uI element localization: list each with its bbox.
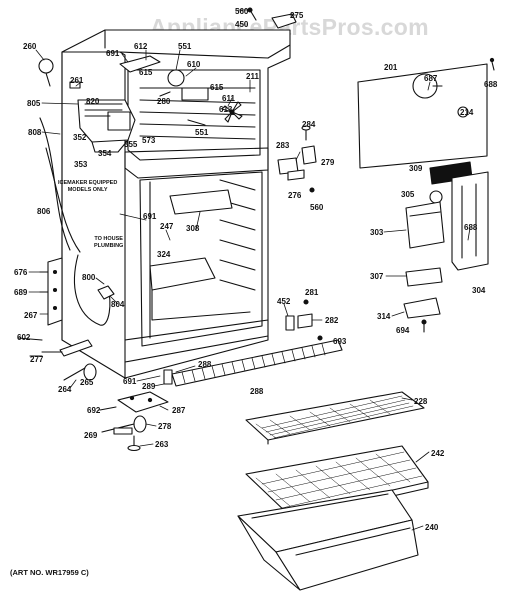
icemaker-note: ICEMAKER EQUIPPED MODELS ONLY (58, 180, 117, 193)
icemaker-note-line-2: MODELS ONLY (67, 186, 108, 193)
part-callout: 560 (310, 203, 324, 212)
part-callout: 307 (370, 272, 384, 281)
part-callout: 304 (472, 286, 486, 295)
part-callout: 314 (377, 312, 391, 321)
part-callout: 613 (219, 105, 233, 114)
icemaker-note-line-1: ICEMAKER EQUIPPED (58, 180, 118, 186)
part-callout: 602 (17, 333, 31, 342)
part-callout: 615 (139, 68, 153, 77)
part-callout: 288 (250, 387, 264, 396)
part-callout: 693 (333, 337, 347, 346)
part-callout: 687 (424, 74, 438, 83)
part-callout: 303 (370, 228, 384, 237)
part-callout: 277 (30, 355, 44, 364)
part-callout: 551 (195, 128, 209, 137)
part-callout: 278 (158, 422, 172, 431)
evaporator-cover-201 (357, 57, 495, 185)
part-callout: 264 (58, 385, 72, 394)
part-callout: 279 (321, 158, 335, 167)
part-callout: 691 (143, 212, 157, 221)
part-callout: 261 (70, 76, 84, 85)
part-callout: 276 (288, 191, 302, 200)
art-number: (ART NO. WR17959 C) (10, 568, 89, 577)
part-callout: 610 (187, 60, 201, 69)
plumbing-note-line-1: TO HOUSE (94, 236, 123, 242)
part-callout: 355 (124, 140, 138, 149)
part-callout: 450 (235, 20, 249, 29)
part-callout: 214 (460, 108, 474, 117)
leader-lines (28, 9, 471, 531)
plumbing-note-line-2: PLUMBING (94, 242, 124, 249)
part-callout: 820 (86, 97, 100, 106)
part-callout: 694 (396, 326, 410, 335)
part-callout: 354 (98, 149, 112, 158)
shelf-228 (245, 391, 425, 445)
part-callout: 240 (425, 523, 439, 532)
part-callout: 805 (27, 99, 41, 108)
part-callout: 282 (325, 316, 339, 325)
part-callout: 806 (37, 207, 51, 216)
part-callout: 352 (73, 133, 87, 142)
part-callout: 275 (290, 11, 304, 20)
part-callout: 551 (178, 42, 192, 51)
part-callout: 247 (160, 222, 174, 231)
plumbing-note: TO HOUSE PLUMBING (94, 236, 123, 249)
part-callout: 324 (157, 250, 171, 259)
part-callout: 309 (409, 164, 423, 173)
part-callout: 269 (84, 431, 98, 440)
part-callout: 242 (431, 449, 445, 458)
part-callout: 688 (464, 223, 478, 232)
part-callout: 611 (222, 94, 235, 103)
part-callout: 284 (302, 120, 316, 129)
part-callout: 676 (14, 268, 28, 277)
part-callout: 260 (23, 42, 37, 51)
part-callout: 280 (157, 97, 171, 106)
part-callout: 689 (14, 288, 28, 297)
part-callout: 804 (111, 300, 125, 309)
control-housing-parts (403, 171, 489, 333)
part-callout: 201 (384, 63, 398, 72)
part-callout: 808 (28, 128, 42, 137)
part-callout: 691 (123, 377, 137, 386)
part-callout: 573 (142, 136, 156, 145)
part-callout: 281 (305, 288, 319, 297)
part-callout: 452 (277, 297, 291, 306)
bottom-left-hardware (17, 271, 97, 381)
part-callout: 560 (235, 7, 249, 16)
part-callout: 612 (134, 42, 148, 51)
part-callout: 305 (401, 190, 415, 199)
part-callout: 267 (24, 311, 38, 320)
part-callout: 691 (106, 49, 120, 58)
part-callout: 211 (246, 72, 259, 81)
part-callout: 289 (142, 382, 156, 391)
part-callout: 353 (74, 160, 88, 169)
roller-leveler-parts (99, 391, 169, 452)
part-callout: 283 (276, 141, 290, 150)
part-callout: 615 (210, 83, 224, 92)
freezer-fan-parts (119, 55, 243, 126)
part-callout: 800 (82, 273, 96, 282)
crisper-drawer-240 (237, 489, 419, 591)
grille-288 (163, 339, 343, 387)
part-callout: 287 (172, 406, 186, 415)
part-callout: 288 (198, 360, 212, 369)
part-callout: 263 (155, 440, 169, 449)
part-callout: 692 (87, 406, 101, 415)
crisper-cover-242 (245, 445, 429, 521)
icemaker-assembly (38, 58, 136, 153)
part-callout: 308 (186, 224, 200, 233)
part-callout: 688 (484, 80, 498, 89)
mid-hardware (285, 299, 323, 341)
part-callout: 265 (80, 378, 94, 387)
part-callout: 228 (414, 397, 428, 406)
